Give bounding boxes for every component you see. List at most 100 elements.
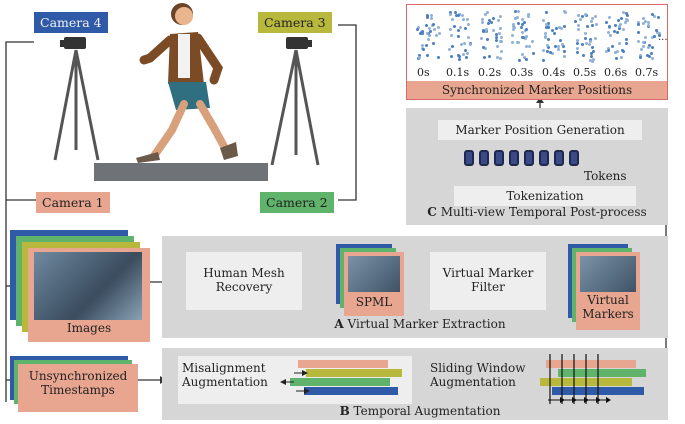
marker-dot <box>520 22 524 26</box>
marker-dot <box>428 26 432 30</box>
marker-dot <box>605 49 609 53</box>
marker-dot <box>618 22 622 26</box>
section-b-title: Temporal Augmentation <box>353 404 501 418</box>
marker-dot <box>625 41 629 45</box>
tokens-label: Tokens <box>584 169 627 183</box>
marker-dot <box>626 14 630 18</box>
token-icon <box>539 150 549 166</box>
marker-dot <box>524 37 527 41</box>
marker-dot <box>492 29 496 33</box>
marker-dot <box>626 18 630 22</box>
marker-dot <box>556 45 560 49</box>
virtual-markers-stack: Virtual Markers <box>568 244 640 330</box>
marker-dot <box>426 38 430 42</box>
images-stack: Images <box>10 230 150 342</box>
marker-dot <box>637 20 641 24</box>
marker-dot <box>457 13 461 17</box>
marker-dot <box>498 57 502 61</box>
marker-dot <box>532 52 536 56</box>
scene-frame-right <box>338 24 357 201</box>
marker-dot <box>547 22 551 26</box>
marker-dot <box>458 55 462 59</box>
marker-dot <box>450 45 454 49</box>
marker-dot <box>513 17 517 21</box>
marker-dot <box>525 27 529 31</box>
markers-photo <box>580 256 636 292</box>
marker-dot <box>607 46 611 50</box>
marker-dot <box>430 16 434 20</box>
marker-dot <box>650 35 654 39</box>
marker-dot <box>525 58 529 62</box>
marker-dot <box>547 25 551 29</box>
marker-dot <box>615 57 619 61</box>
marker-dot <box>433 27 436 31</box>
marker-dot <box>522 36 526 40</box>
marker-dot <box>581 42 585 46</box>
token-icon <box>554 150 564 166</box>
marker-dot <box>612 30 616 34</box>
spml-label: SPML <box>355 295 393 309</box>
marker-dot <box>430 13 434 17</box>
token-icon <box>509 150 519 166</box>
marker-dot <box>617 19 621 23</box>
marker-dot <box>554 45 558 49</box>
section-b-caption: B Temporal Augmentation <box>300 404 540 419</box>
marker-dot <box>591 16 595 20</box>
synchronized-marker-positions-label: Synchronized Marker Positions <box>407 81 667 99</box>
marker-dot <box>454 11 458 15</box>
marker-dot <box>625 11 629 15</box>
marker-dot <box>486 21 490 25</box>
marker-dot <box>575 41 579 45</box>
marker-dot <box>432 42 436 45</box>
marker-dot <box>650 51 654 55</box>
marker-dot <box>582 53 586 57</box>
marker-dot <box>425 44 429 48</box>
marker-dot <box>498 27 502 31</box>
token-icon <box>524 150 534 166</box>
marker-dot <box>607 15 611 19</box>
marker-dot <box>464 55 468 59</box>
image-photo <box>34 252 142 320</box>
marker-dot <box>426 16 430 20</box>
marker-dot <box>616 49 620 53</box>
camera-icon <box>64 37 86 49</box>
sliding-line-2: Augmentation <box>430 374 516 389</box>
marker-dot <box>435 33 439 37</box>
marker-dot <box>497 18 501 22</box>
runner-figure <box>136 3 238 163</box>
virtual-markers-label: Virtual Markers <box>576 293 640 322</box>
section-a-letter: A <box>334 317 344 331</box>
marker-dot <box>465 18 469 22</box>
marker-dot <box>619 56 623 60</box>
markers-line-1: Virtual <box>587 293 629 307</box>
camera-3-label: Camera 3 <box>258 12 332 33</box>
marker-dot <box>637 40 641 44</box>
marker-dot <box>559 27 563 31</box>
marker-dot <box>655 31 659 35</box>
marker-dot <box>576 50 580 54</box>
marker-dot <box>575 46 579 50</box>
marker-dot <box>494 39 498 43</box>
marker-dot <box>645 54 649 58</box>
markers-line-2: Markers <box>582 306 634 321</box>
marker-dot <box>617 27 621 30</box>
marker-dot <box>620 48 624 52</box>
marker-dot <box>425 31 429 35</box>
marker-dot <box>590 51 593 55</box>
marker-dot <box>642 44 646 48</box>
marker-dot <box>585 24 589 28</box>
marker-dot <box>548 51 552 55</box>
marker-dot <box>607 48 611 52</box>
marker-dot <box>554 27 558 31</box>
token-icon <box>569 150 579 166</box>
marker-dot <box>511 22 515 26</box>
marker-dot <box>557 25 561 29</box>
marker-dot <box>452 24 456 28</box>
time-label: 0.4s <box>542 66 566 79</box>
marker-dot <box>562 10 566 14</box>
marker-dot <box>462 53 466 57</box>
marker-dot <box>417 56 421 60</box>
marker-plots <box>410 8 664 64</box>
marker-dot <box>479 36 483 40</box>
